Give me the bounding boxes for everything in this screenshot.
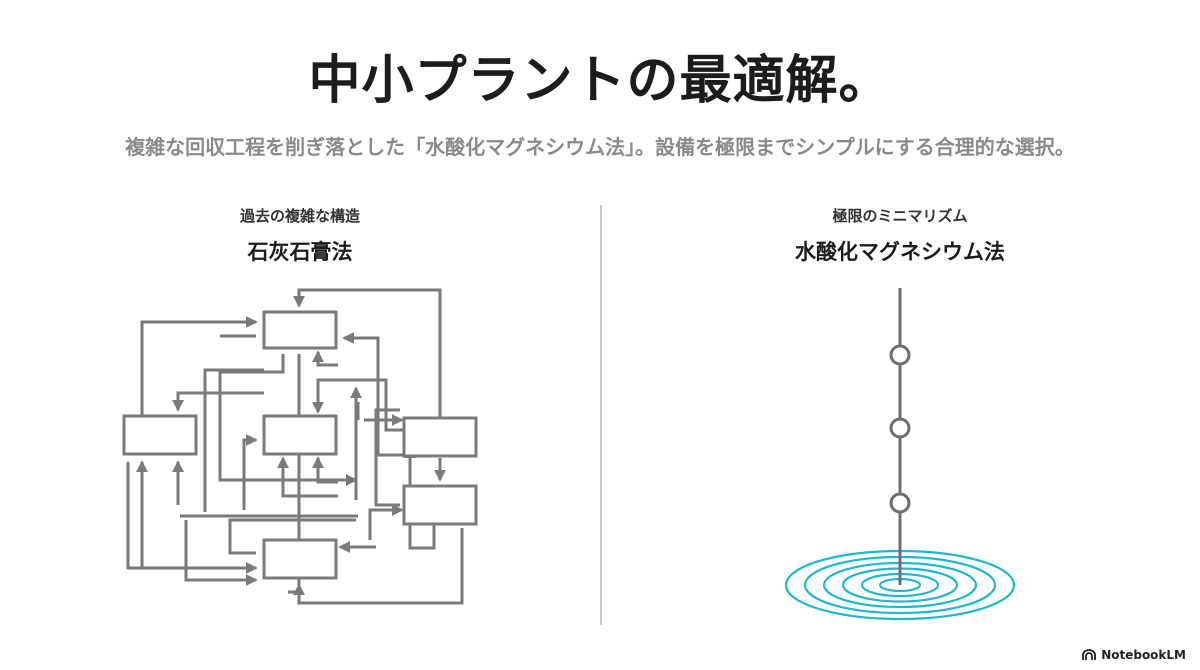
panel-divider	[600, 205, 602, 625]
process-box	[262, 414, 338, 456]
right-panel-heading: 水酸化マグネシウム法	[795, 240, 1005, 264]
process-node	[889, 417, 911, 439]
process-box	[262, 310, 338, 350]
right-panel-caption: 極限のミニマリズム	[832, 207, 968, 225]
process-node	[889, 492, 911, 514]
slide-title: 中小プラントの最適解。	[308, 51, 892, 111]
left-panel-caption: 過去の複雑な構造	[239, 207, 360, 225]
process-nodes	[889, 344, 911, 514]
process-box	[402, 416, 478, 458]
minimal-process-diagram	[784, 288, 1016, 621]
complex-process-diagram	[122, 288, 478, 605]
process-box	[262, 538, 338, 580]
process-box	[122, 414, 198, 456]
slide-subtitle: 複雑な回収工程を削ぎ落とした「水酸化マグネシウム法」。設備を極限までシンプルにす…	[125, 135, 1075, 159]
process-box	[402, 484, 478, 526]
notebooklm-logo-icon	[1082, 649, 1097, 660]
brand-watermark: NotebookLM	[1082, 648, 1186, 662]
left-panel-heading: 石灰石膏法	[247, 240, 353, 264]
process-boxes	[122, 310, 478, 580]
process-node	[889, 344, 911, 366]
brand-name: NotebookLM	[1101, 648, 1186, 662]
